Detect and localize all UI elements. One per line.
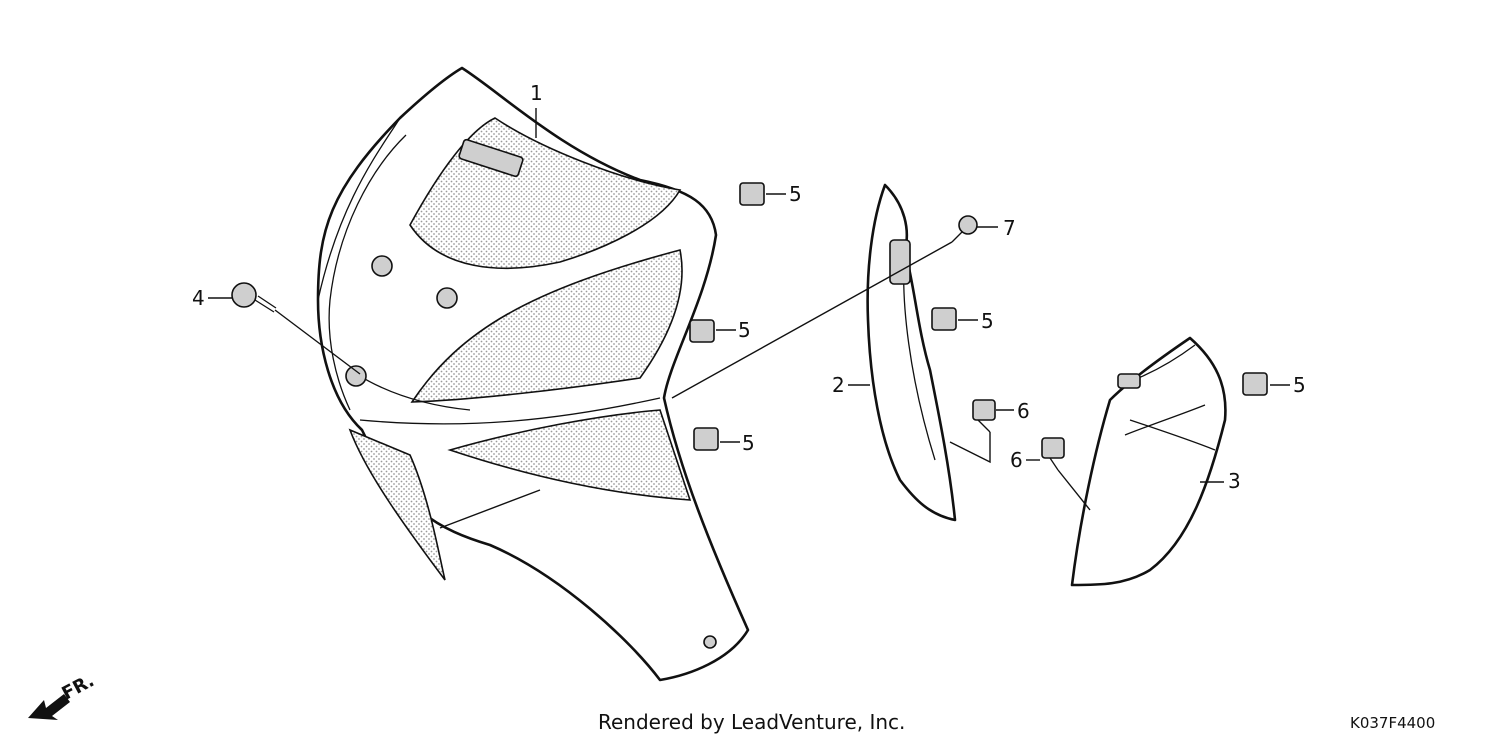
leader-lines [208, 108, 1290, 529]
screw[interactable] [972, 399, 1065, 471]
callout-7: 7 [1003, 216, 1016, 240]
clip-nut[interactable] [689, 182, 1268, 451]
callout-5b: 5 [738, 318, 751, 342]
callout-1: 1 [530, 81, 543, 105]
callout-3: 3 [1228, 469, 1241, 493]
callout-6a: 6 [1017, 399, 1030, 423]
drawing-code: K037F4400 [1350, 714, 1436, 732]
callout-4: 4 [192, 286, 205, 310]
callout-5c: 5 [742, 431, 755, 455]
outer-side-panel[interactable] [1070, 336, 1227, 587]
callout-5e: 5 [1293, 373, 1306, 397]
front-direction-arrow-icon [28, 694, 70, 720]
callout-5d: 5 [981, 309, 994, 333]
render-credit: Rendered by LeadVenture, Inc. [598, 710, 906, 734]
callout-2: 2 [832, 373, 845, 397]
inner-side-cover[interactable] [866, 183, 957, 522]
callout-6b: 6 [1010, 448, 1023, 472]
bolt[interactable] [231, 282, 277, 313]
front-cover[interactable] [316, 66, 750, 682]
screw-small[interactable] [951, 215, 978, 243]
callout-5a: 5 [789, 182, 802, 206]
